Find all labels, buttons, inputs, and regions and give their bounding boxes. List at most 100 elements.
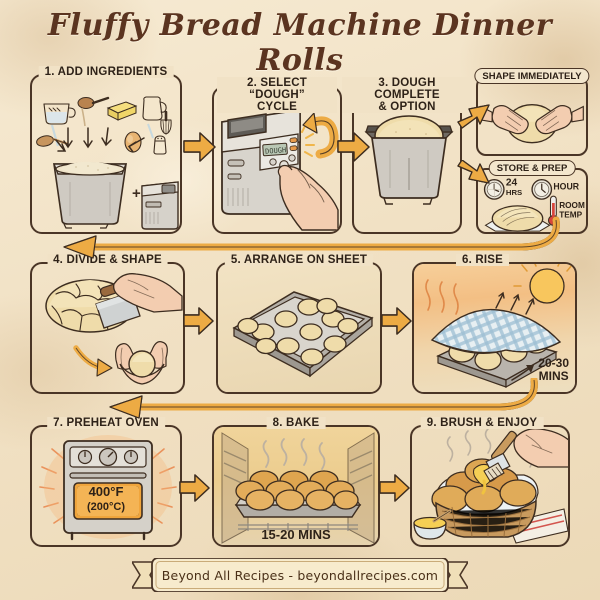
arrow-row1-to-row2	[52, 216, 562, 267]
step-1-title: 1. ADD INGREDIENTS	[38, 66, 174, 78]
butter-icon	[106, 101, 138, 121]
step-6-illustration: 20-30 MINS	[414, 264, 575, 392]
oven-interior-icon	[221, 432, 375, 544]
step-6-note: 20-30 MINS	[538, 357, 569, 382]
step-4-illustration	[32, 264, 183, 392]
arrow-step3-to-shape	[456, 96, 496, 137]
step-panel-6: 20-30 MINS 6. RISE	[412, 254, 577, 394]
step-3-title-line2: & OPTION	[378, 101, 436, 113]
rise-arrow-icon	[495, 291, 535, 315]
step-2-title-line2: CYCLE	[257, 101, 297, 113]
arrow-step8-to-step9	[378, 472, 412, 509]
dough-ball-icon	[237, 317, 259, 335]
sun-icon	[513, 264, 573, 304]
step-6-note-line1: 20-30	[538, 356, 569, 370]
machine-display-text: DOUGH	[265, 146, 287, 155]
step-4-title: 4. DIVIDE & SHAPE	[47, 254, 168, 266]
whisk-icon	[160, 110, 172, 135]
footer-text: Beyond All Recipes - beyondallrecipes.co…	[161, 567, 439, 583]
step-panel-7: 400°F (200°C) 7. PREHEAT OVEN	[30, 417, 182, 547]
ingredient-arrow-icon	[55, 127, 145, 153]
oven-rack-icon	[238, 523, 358, 531]
arrow-step3-to-store	[456, 159, 496, 201]
badge-temp: TEMP	[559, 211, 582, 220]
oven-knob-icon	[77, 447, 139, 467]
butter-bowl-icon	[413, 509, 452, 540]
step-6-note-line2: MINS	[538, 368, 569, 383]
baked-roll-icon	[245, 489, 275, 511]
dough-ball-icon	[323, 335, 347, 353]
step-2-title: 2. SELECT “DOUGH” CYCLE	[217, 77, 337, 113]
step-5-title: 5. ARRANGE ON SHEET	[224, 254, 374, 266]
baked-roll-icon	[275, 489, 305, 511]
arrow-step2-to-step3	[336, 130, 372, 169]
milk-jug-icon	[142, 96, 167, 139]
badge-24: 24	[506, 178, 518, 189]
arrow-step4-to-step5	[182, 305, 216, 342]
option-shape-immediately-label: SHAPE IMMEDIATELY	[474, 68, 590, 84]
heat-rays-icon	[39, 448, 177, 524]
kitchen-towel-icon	[430, 308, 562, 355]
oven-temp-c: (200°C)	[86, 501, 126, 513]
dough-ball-icon	[299, 323, 323, 341]
step-1-illustration: +	[32, 76, 180, 232]
dough-ball-icon	[337, 317, 359, 335]
dough-ball-group	[237, 297, 359, 366]
step-3-title: 3. DOUGH COMPLETE & OPTION	[342, 77, 472, 113]
oven-temp-f: 400°F	[88, 484, 124, 499]
dough-ball-icon	[274, 310, 298, 328]
hand-icon	[513, 428, 568, 468]
baked-roll-icon	[333, 490, 359, 510]
step-9-title: 9. BRUSH & ENJOY	[420, 417, 544, 429]
option-panel-store-prep: 24 HRS HOUR ROOM TEMP	[476, 160, 588, 234]
shape-flow-arrow-icon	[73, 345, 113, 377]
badge-room: ROOM	[559, 201, 585, 210]
step-7-illustration: 400°F (200°C)	[32, 427, 180, 545]
step-3-illustration	[354, 88, 460, 232]
dough-ball-icon	[255, 337, 277, 355]
hand-pressing-icon	[277, 164, 339, 231]
step-panel-8: 15-20 MINS 8. BAKE	[212, 417, 380, 547]
step-6-title: 6. RISE	[456, 254, 510, 266]
sparkle-icon	[301, 125, 315, 157]
basket-icon	[435, 499, 537, 538]
cycle-arrow-icon	[302, 112, 339, 159]
step-panel-5: 5. ARRANGE ON SHEET	[216, 254, 382, 394]
footer-ribbon: Beyond All Recipes - beyondallrecipes.co…	[132, 558, 468, 592]
clock-icon	[531, 179, 553, 200]
hands-shaping-dough-icon	[480, 104, 584, 144]
badge-hour: HOUR	[553, 181, 579, 191]
arrow-step1-to-step2	[182, 130, 218, 169]
rise-time-arrow-icon	[511, 365, 534, 381]
option-panel-shape-immediately: SHAPE IMMEDIATELY	[474, 68, 590, 156]
dough-ball-icon	[276, 337, 300, 355]
bread-machine-icon	[141, 181, 179, 230]
dough-ball-icon	[300, 348, 324, 366]
bread-pan-icon	[364, 115, 454, 205]
step-2-illustration: DOUGH	[214, 88, 340, 232]
bread-pan-icon	[52, 161, 128, 229]
baked-roll-icon	[305, 489, 335, 511]
step-2-title-line1: 2. SELECT “DOUGH”	[247, 77, 307, 101]
step-8-note: 15-20 MINS	[261, 526, 331, 542]
steam-icon	[262, 438, 326, 470]
measuring-cup-icon	[43, 103, 76, 147]
arrow-step7-to-step8	[178, 472, 212, 509]
step-9-illustration	[412, 427, 568, 545]
step-8-illustration: 15-20 MINS	[214, 427, 378, 545]
plus-symbol: +	[132, 185, 141, 202]
baked-roll-icon	[499, 479, 537, 507]
step-panel-9: 9. BRUSH & ENJOY	[410, 417, 570, 547]
dough-ball-icon	[316, 297, 338, 315]
step-panel-4: 4. DIVIDE & SHAPE	[30, 254, 185, 394]
step-panel-1: + 1. ADD INGREDIENTS	[30, 66, 182, 234]
wrapped-dough-icon	[484, 205, 551, 232]
baked-roll-group	[235, 470, 359, 511]
pastry-brush-icon	[483, 430, 518, 482]
step-5-illustration	[218, 264, 380, 392]
step-panel-3: 3. DOUGH COMPLETE & OPTION	[342, 77, 472, 234]
hands-rolling-icon	[115, 341, 168, 385]
egg-icon	[124, 131, 142, 153]
step-7-temperature: 400°F (200°C)	[32, 485, 180, 514]
heat-waves-icon	[425, 279, 459, 315]
